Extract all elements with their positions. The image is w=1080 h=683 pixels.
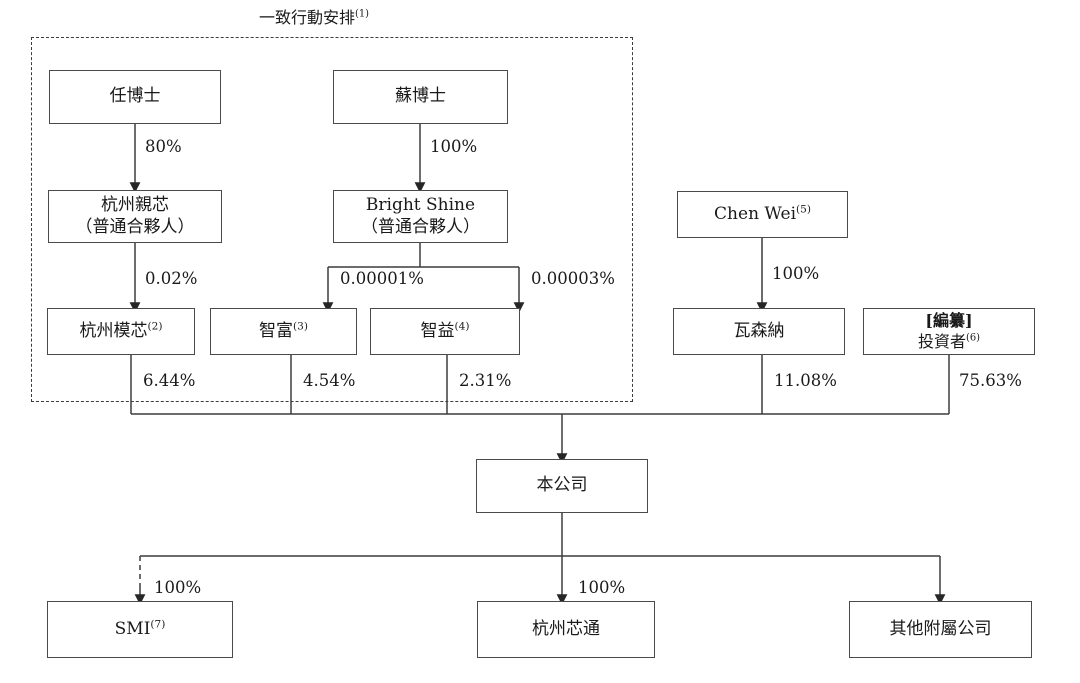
edge-label-company-to-smi: 100% (154, 578, 202, 597)
node-label: 本公司 (536, 475, 588, 496)
node-note: (4) (454, 319, 470, 332)
node-note: (6) (965, 332, 981, 344)
edge-label-zhifu-to-company: 4.54% (303, 371, 356, 390)
edge-label-wasenna-to-company: 11.08% (774, 371, 837, 390)
node-the-company[interactable]: 本公司 (476, 459, 648, 513)
node-label: 智富(3) (259, 319, 308, 341)
edge-label-zhiyi-to-company: 2.31% (459, 371, 512, 390)
node-label: 其他附屬公司 (889, 618, 992, 639)
node-other-subsidiaries[interactable]: 其他附屬公司 (849, 601, 1032, 658)
group-title-note: (1) (355, 8, 370, 20)
node-note: (3) (293, 319, 308, 332)
node-su-doctor[interactable]: 蘇博士 (333, 70, 508, 124)
node-redaction-tag: [編纂] (925, 311, 973, 331)
edge-label-company-to-xintong: 100% (578, 578, 626, 597)
concert-party-group-box (31, 37, 633, 402)
edge-label-su-to-bright-shine: 100% (430, 137, 478, 156)
node-label: SMI(7) (114, 617, 166, 639)
node-label: 瓦森納 (733, 320, 785, 341)
group-title-text: 一致行動安排 (259, 8, 356, 27)
node-label: 杭州芯通 (532, 618, 600, 639)
node-note: (5) (796, 202, 811, 215)
node-label: 杭州親芯 (101, 194, 169, 215)
edge-label-bright-shine-to-zhifu: 0.00001% (340, 269, 424, 288)
node-bright-shine[interactable]: Bright Shine （普通合夥人） (333, 190, 508, 243)
node-ren-doctor[interactable]: 任博士 (49, 70, 221, 124)
edge-label-moxin-to-company: 6.44% (143, 371, 196, 390)
node-hangzhou-xintong[interactable]: 杭州芯通 (477, 601, 655, 658)
node-sublabel: （普通合夥人） (75, 216, 195, 237)
node-note: (7) (150, 617, 166, 630)
node-note: (2) (147, 319, 163, 332)
node-wasenna[interactable]: 瓦森納 (673, 308, 845, 355)
node-label: 杭州模芯(2) (79, 319, 163, 341)
edge-label-ren-to-qinxin: 80% (145, 137, 182, 156)
edge-label-qinxin-to-moxin: 0.02% (145, 269, 198, 288)
node-label: Bright Shine (365, 194, 476, 215)
concert-party-group-title: 一致行動安排(1) (259, 4, 369, 28)
node-zhiyi[interactable]: 智益(4) (370, 308, 520, 355)
node-label: 任博士 (109, 86, 161, 107)
node-label: 蘇博士 (395, 86, 446, 107)
edge-label-chen-wei-to-wasenna: 100% (772, 264, 820, 283)
node-zhifu[interactable]: 智富(3) (210, 308, 357, 355)
node-label: Chen Wei(5) (714, 202, 811, 224)
node-hangzhou-qinxin[interactable]: 杭州親芯 （普通合夥人） (48, 190, 222, 243)
edge-label-bright-shine-to-zhiyi: 0.00003% (531, 269, 615, 288)
node-smi[interactable]: SMI(7) (47, 601, 233, 658)
node-hangzhou-moxin[interactable]: 杭州模芯(2) (47, 308, 195, 355)
node-label: 智益(4) (420, 319, 470, 341)
node-label: 投資者(6) (917, 331, 981, 351)
node-sublabel: （普通合夥人） (361, 216, 480, 237)
node-investor[interactable]: [編纂] 投資者(6) (863, 308, 1035, 355)
edge-label-investor-to-company: 75.63% (959, 371, 1022, 390)
node-chen-wei[interactable]: Chen Wei(5) (677, 191, 848, 238)
